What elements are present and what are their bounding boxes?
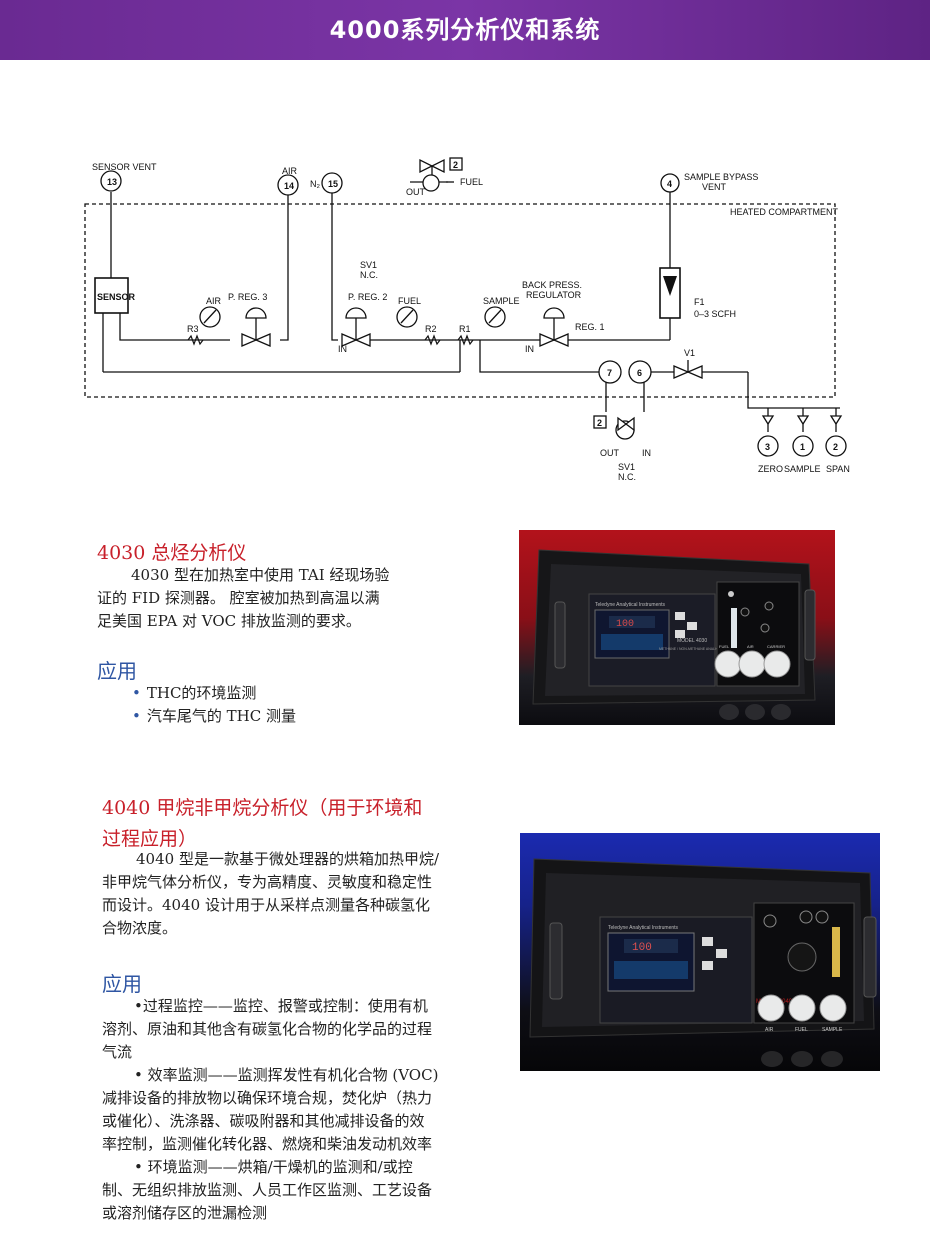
- section-4030-title: 4030 总烃分析仪: [97, 542, 247, 564]
- product-photo-4040: 100 Teledyne Analytical Instruments MODE…: [520, 833, 880, 1071]
- gauge-label-1: AIR: [765, 1027, 774, 1033]
- page-title: 4000系列分析仪和系统: [329, 16, 601, 44]
- display-value: 100: [616, 619, 634, 630]
- section-4030-app-title: 应用: [97, 659, 137, 683]
- label-sensor: SENSOR: [97, 292, 136, 302]
- port-1: 1: [800, 442, 805, 452]
- label-sample-port: SAMPLE: [784, 464, 821, 474]
- port-13: 13: [107, 177, 117, 187]
- list-item: •汽车尾气的 THC 测量: [132, 707, 296, 725]
- label-preg3: P. REG. 3: [228, 292, 267, 302]
- port-3: 3: [765, 442, 770, 452]
- label-sample: SAMPLE: [483, 296, 520, 306]
- section-4030-app-list: •THC的环境监测 •汽车尾气的 THC 测量: [132, 682, 296, 728]
- port-7: 7: [607, 368, 612, 378]
- list-item: •THC的环境监测: [132, 684, 257, 702]
- port-2: 2: [833, 442, 838, 452]
- gauge-label-1: FUEL: [719, 644, 730, 649]
- label-in-3: IN: [642, 448, 651, 458]
- box-2-top: 2: [453, 160, 458, 170]
- gauge-label-3: CARRIER: [767, 644, 785, 649]
- label-v1: V1: [684, 348, 695, 358]
- product-photo-4030: 100 Teledyne Analytical Instruments MODE…: [519, 530, 835, 725]
- label-sv1-bottom: SV1: [618, 462, 635, 472]
- body-line: 证的 FID 探测器。 腔室被加热到高温以满: [97, 589, 380, 607]
- model-sub-label: METHANE / NON-METHANE ANALYZER: [659, 647, 725, 651]
- label-fuel-out: FUEL: [460, 177, 483, 187]
- label-preg2: P. REG. 2: [348, 292, 387, 302]
- display-value: 100: [632, 942, 652, 954]
- port-6: 6: [637, 368, 642, 378]
- model-label: MODEL 4030: [677, 638, 707, 644]
- label-sample-bypass: SAMPLE BYPASS: [684, 172, 758, 182]
- port-4: 4: [667, 179, 672, 189]
- body-line: 而设计。4040 设计用于从采样点测量各种碳氢化: [102, 896, 430, 914]
- list-item: •过程监控——监控、报警或控制：使用有机: [134, 997, 428, 1015]
- label-reg1: REG. 1: [575, 322, 605, 332]
- list-item: 或催化）、洗涤器、碳吸附器和其他减排设备的效: [102, 1112, 425, 1130]
- label-zero: ZERO: [758, 464, 783, 474]
- list-item: 气流: [102, 1043, 133, 1061]
- label-sensor-vent: SENSOR VENT: [92, 162, 157, 172]
- label-air: AIR: [282, 166, 298, 176]
- list-item: 或溶剂储存区的泄漏检测: [102, 1204, 268, 1222]
- label-out-top: OUT: [406, 187, 426, 197]
- label-fuel: FUEL: [398, 296, 421, 306]
- label-f1: F1: [694, 297, 705, 307]
- label-n2: N₂: [310, 179, 320, 189]
- label-r1: R1: [459, 324, 471, 334]
- gauge-label-3: SAMPLE: [822, 1027, 843, 1033]
- brand-label: Teledyne Analytical Instruments: [595, 602, 666, 608]
- box-2-bottom: 2: [597, 418, 602, 428]
- title-line-1: 4040 甲烷非甲烷分析仪（用于环境和: [102, 797, 423, 819]
- label-out-bottom: OUT: [600, 448, 620, 458]
- section-4040-app-title: 应用: [102, 972, 142, 996]
- body-line: 合物浓度。: [102, 919, 178, 937]
- label-in-2: IN: [525, 344, 534, 354]
- label-r2: R2: [425, 324, 437, 334]
- port-14: 14: [284, 181, 294, 191]
- brand-label: Teledyne Analytical Instruments: [608, 925, 679, 931]
- list-item: • 环境监测——烘箱/干燥机的监测和/或控: [134, 1158, 413, 1176]
- body-line: 4030 型在加热室中使用 TAI 经现场验: [131, 566, 390, 584]
- section-4040-app-list: •过程监控——监控、报警或控制：使用有机 溶剂、原油和其他含有碳氢化合物的化学品…: [102, 995, 438, 1225]
- label-r3: R3: [187, 324, 199, 334]
- section-4040-body: 4040 型是一款基于微处理器的烘箱加热甲烷/ 非甲烷气体分析仪，专为高精度、灵…: [102, 848, 439, 940]
- label-in-1: IN: [338, 344, 347, 354]
- label-scfh: 0–3 SCFH: [694, 309, 736, 319]
- list-item: 溶剂、原油和其他含有碳氢化合物的化学品的过程: [102, 1020, 433, 1038]
- label-back-press: BACK PRESS.: [522, 280, 582, 290]
- label-vent: VENT: [702, 182, 727, 192]
- title-line-2: 过程应用）: [102, 828, 198, 850]
- label-sv1: SV1: [360, 260, 377, 270]
- label-heated: HEATED COMPARTMENT: [730, 207, 839, 217]
- label-regulator: REGULATOR: [526, 290, 582, 300]
- body-line: 足美国 EPA 对 VOC 排放监测的要求。: [97, 612, 361, 630]
- list-item: • 效率监测——监测挥发性有机化合物 (VOC): [134, 1066, 439, 1084]
- label-nc-bottom: N.C.: [618, 472, 636, 482]
- port-15: 15: [328, 179, 338, 189]
- flow-diagram: SENSOR VENT 13 AIR 14 N₂ 15 2 OUT FUEL 4…: [84, 157, 850, 482]
- section-4030-body: 4030 型在加热室中使用 TAI 经现场验 证的 FID 探测器。 腔室被加热…: [97, 564, 389, 633]
- label-span: SPAN: [826, 464, 850, 474]
- list-item: 减排设备的排放物以确保环境合规，焚化炉（热力: [102, 1089, 433, 1107]
- gauge-label-2: AIR: [747, 644, 754, 649]
- list-item: 制、无组织排放监测、人员工作区监测、工艺设备: [102, 1181, 433, 1199]
- list-item: 率控制，监测催化转化器、燃烧和柴油发动机效率: [102, 1135, 433, 1153]
- label-nc: N.C.: [360, 270, 378, 280]
- section-4040-title: 4040 甲烷非甲烷分析仪（用于环境和 过程应用）: [102, 793, 422, 851]
- header-banner: 4000系列分析仪和系统: [0, 0, 930, 60]
- body-line: 非甲烷气体分析仪，专为高精度、灵敏度和稳定性: [102, 873, 433, 891]
- gauge-label-2: FUEL: [795, 1027, 808, 1033]
- label-air-gauge: AIR: [206, 296, 222, 306]
- body-line: 4040 型是一款基于微处理器的烘箱加热甲烷/: [136, 850, 439, 868]
